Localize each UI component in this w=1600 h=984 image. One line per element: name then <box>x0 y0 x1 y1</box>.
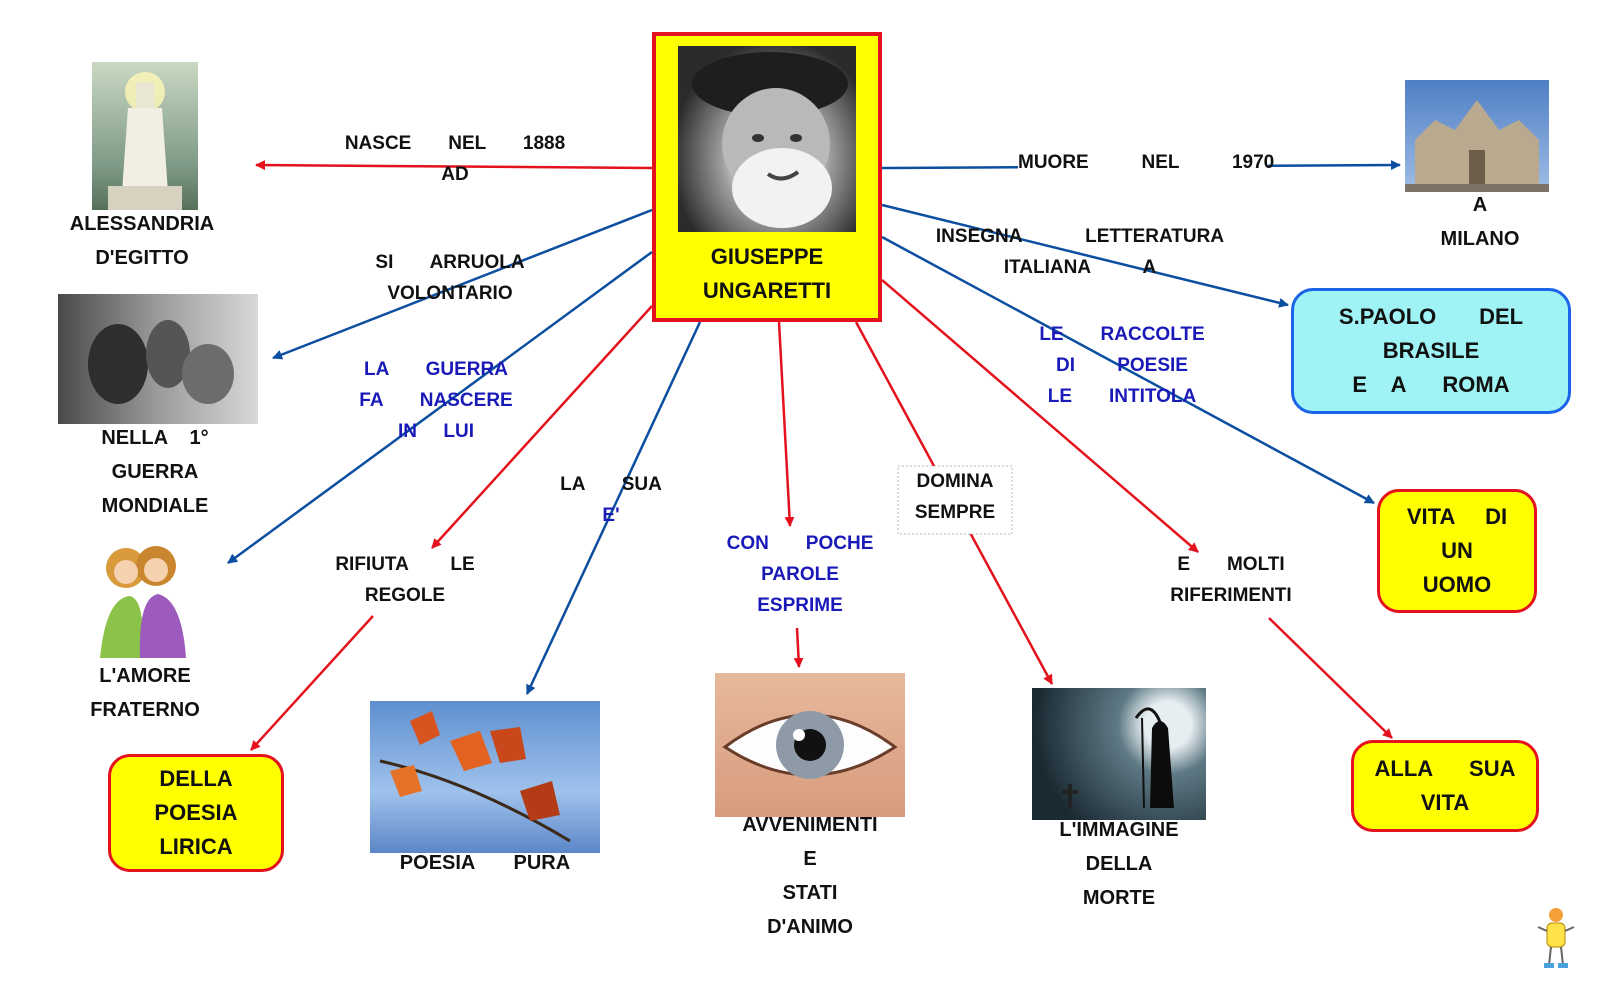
node-morte: L'IMMAGINE DELLA MORTE <box>1059 819 1179 909</box>
two-girls-clipart <box>92 538 192 662</box>
mascot-icon <box>1536 905 1576 971</box>
eye-image <box>715 673 905 817</box>
link-muore: MUORE NEL 1970 <box>1018 147 1274 178</box>
link-con-poche: CON POCHE PAROLE ESPRIME <box>726 533 874 616</box>
node-milano: A MILANO <box>1440 194 1520 250</box>
node-avvenimenti: AVVENIMENTI E STATI D'ANIMO <box>742 814 878 938</box>
soldiers-photo <box>58 294 258 424</box>
link-rifiuta: RIFIUTA LE REGOLE <box>335 554 475 606</box>
link-e: E' <box>602 505 620 526</box>
box-sua-vita: ALLA SUA VITA <box>1351 740 1539 832</box>
lighthouse-image <box>92 62 198 210</box>
box-vita-uomo: VITA DI UN UOMO <box>1377 489 1537 613</box>
arrow-con-poche <box>777 321 795 527</box>
node-poesia-pura: POESIA PURA <box>399 852 571 874</box>
link-insegna: INSEGNA LETTERATURA ITALIANA A <box>935 226 1225 278</box>
arrow-molti-vita <box>1268 617 1393 739</box>
link-nasce: NASCE NEL 1888 AD <box>344 133 566 185</box>
arrow-la-sua <box>525 321 702 695</box>
grim-reaper-image <box>1032 688 1206 820</box>
link-molti: E MOLTI RIFERIMENTI <box>1170 554 1292 606</box>
link-la-sua: LA SUA <box>560 474 662 495</box>
autumn-leaves-photo <box>370 701 600 853</box>
arrow-insegna <box>881 203 1289 308</box>
box-brasile: S.PAOLO DEL BRASILE E A ROMA <box>1291 288 1571 414</box>
arrow-molti <box>881 279 1199 553</box>
center-node: GIUSEPPE UNGARETTI <box>652 32 882 322</box>
arrow-arruola <box>272 208 653 360</box>
arrow-raccolte <box>881 235 1375 505</box>
domina-frame <box>897 465 1013 535</box>
node-guerra-mondiale: NELLA 1° GUERRA MONDIALE <box>101 427 209 517</box>
link-raccolte: LE RACCOLTE DI POESIE LE INTITOLA <box>1039 324 1205 407</box>
portrait-photo <box>678 46 856 232</box>
arrow-rifiuta <box>431 305 653 549</box>
arrow-guerra <box>227 250 653 565</box>
node-amore-fraterno: L'AMORE FRATERNO <box>90 665 200 721</box>
box-poesia-lirica: DELLA POESIA LIRICA <box>108 754 284 872</box>
link-guerra-fa: LA GUERRA FA NASCERE IN LUI <box>359 359 513 442</box>
link-domina: DOMINA SEMPRE <box>914 471 996 523</box>
link-arruola: SI ARRUOLA VOLONTARIO <box>375 252 525 304</box>
arrow-rifiuta-lirica <box>250 615 374 751</box>
milan-cathedral-photo <box>1405 80 1549 192</box>
center-label: GIUSEPPE UNGARETTI <box>702 244 832 303</box>
node-alessandria: ALESSANDRIA D'EGITTO <box>69 213 215 269</box>
arrow-esprime <box>793 627 804 668</box>
arrow-nasce <box>255 160 653 171</box>
